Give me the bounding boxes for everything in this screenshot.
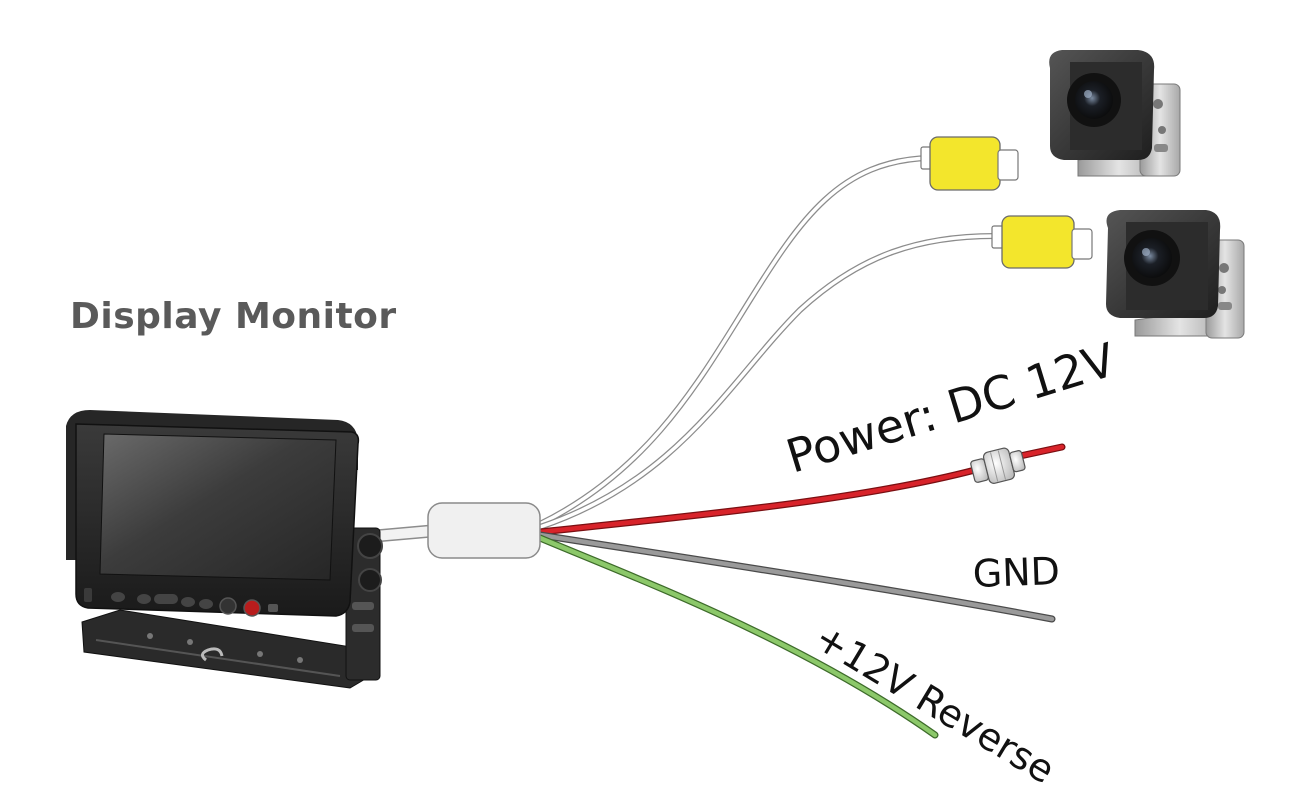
monitor-buttons (84, 588, 278, 617)
video-wire-1 (537, 155, 933, 527)
video-connector-2 (991, 215, 1093, 269)
diagram-title: Display Monitor (70, 296, 397, 337)
camera-icon (1106, 210, 1245, 339)
fuse-holder (970, 447, 1026, 484)
ground-wire (536, 531, 1056, 623)
video-connector-1 (920, 136, 1019, 191)
reverse-wire (536, 534, 939, 739)
ground-label: GND (972, 548, 1061, 596)
junction-box (427, 502, 541, 559)
power-wire (536, 443, 1066, 536)
video-wire-2 (537, 232, 1003, 530)
camera-icon (1049, 50, 1181, 177)
monitor-icon (66, 410, 383, 689)
